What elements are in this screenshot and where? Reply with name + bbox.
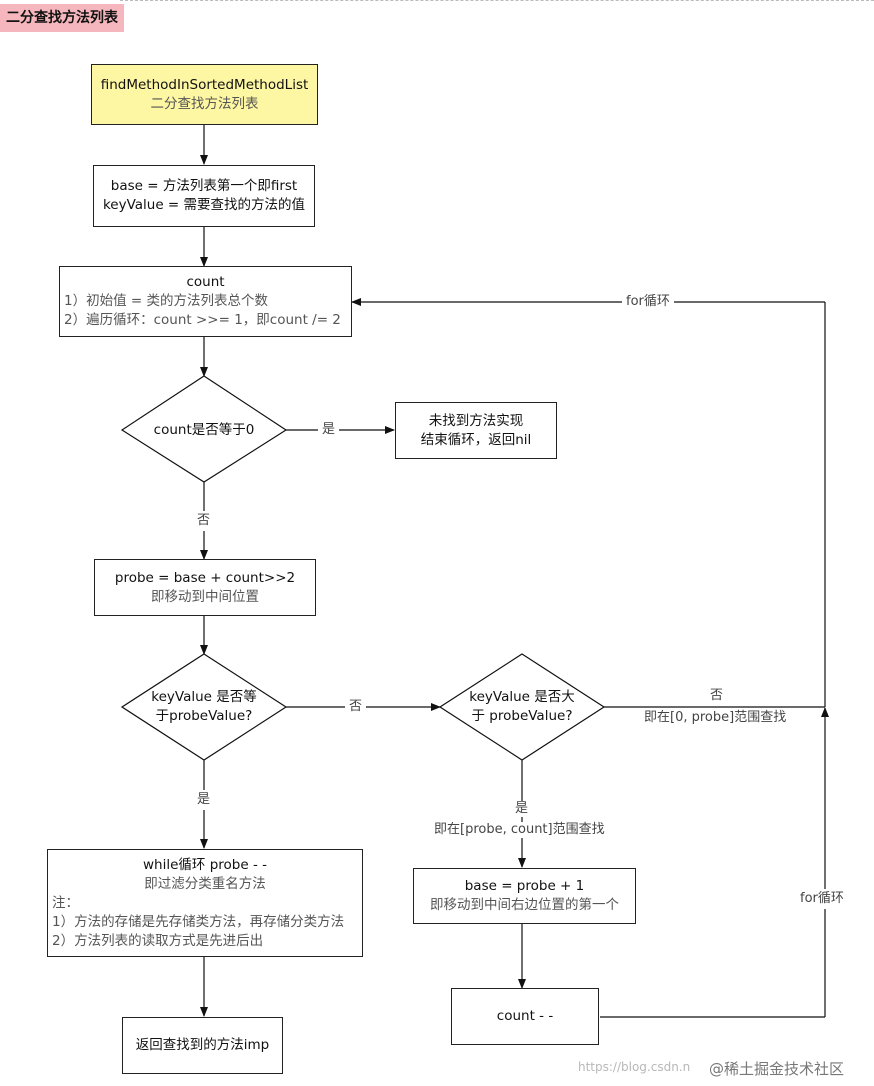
- label-yes-1: 是: [318, 422, 340, 438]
- watermark-brand: @稀土掘金技术社区: [709, 1060, 845, 1078]
- diamond-count-zero-text: count是否等于0: [153, 422, 255, 438]
- start-box: findMethodInSortedMethodList 二分查找方法列表: [91, 64, 318, 125]
- label-no-1: 否: [194, 511, 214, 531]
- probe-line2: 即移动到中间位置: [151, 588, 259, 605]
- label-no-3: 否: [710, 688, 724, 704]
- base-inc-line1: base = probe + 1: [464, 878, 585, 894]
- section-tag: 二分查找方法列表: [0, 4, 124, 32]
- start-title: findMethodInSortedMethodList: [100, 76, 309, 93]
- count-box: count 1）初始值 = 类的方法列表总个数 2）遍历循环：count >>=…: [59, 266, 352, 337]
- while-box: while循环 probe - - 即过滤分类重名方法 注： 1）方法的存储是先…: [47, 849, 363, 957]
- while-line2: 2）方法列表的读取方式是先进后出: [52, 932, 264, 949]
- probe-line1: probe = base + count>>2: [114, 569, 296, 586]
- return-line1: 返回查找到的方法imp: [135, 1037, 270, 1053]
- base-inc-line2: 即移动到中间右边位置的第一个: [430, 897, 619, 913]
- diamond-equal-line2: 于probeValue?: [155, 708, 253, 724]
- init-box: base = 方法列表第一个即first keyValue = 需要查找的方法的…: [93, 165, 315, 227]
- while-subtitle: 即过滤分类重名方法: [144, 875, 266, 892]
- count-line1: 1）初始值 = 类的方法列表总个数: [64, 293, 268, 309]
- top-dashed-border: [120, 0, 874, 1]
- diamond-greater-line1: keyValue 是否大: [469, 689, 575, 705]
- diamond-equal: [120, 653, 288, 761]
- watermark-url: https://blog.csdn.n: [578, 1060, 691, 1074]
- diamond-count-zero: [120, 375, 288, 483]
- probe-box: probe = base + count>>2 即移动到中间位置: [94, 559, 316, 616]
- label-no-3-desc: 即在[0, probe]范围查找: [644, 710, 787, 726]
- return-box: 返回查找到的方法imp: [122, 1017, 283, 1074]
- notfound-line1: 未找到方法实现: [428, 412, 524, 429]
- label-yes-3-desc: 即在[probe, count]范围查找: [434, 822, 605, 838]
- base-inc-box: base = probe + 1 即移动到中间右边位置的第一个: [413, 868, 636, 924]
- count-dec-line1: count - -: [496, 1008, 554, 1024]
- diamond-greater: [438, 653, 606, 761]
- label-for-loop-right: for循环: [798, 889, 846, 909]
- count-dec-box: count - -: [451, 988, 599, 1045]
- while-line1: 1）方法的存储是先存储类方法，再存储分类方法: [52, 913, 345, 930]
- init-line2: keyValue = 需要查找的方法的值: [102, 197, 306, 213]
- label-no-2: 否: [345, 699, 367, 715]
- init-line1: base = 方法列表第一个即first: [110, 178, 298, 194]
- notfound-box: 未找到方法实现 结束循环，返回nil: [395, 402, 557, 459]
- while-note: 注：: [52, 894, 79, 911]
- start-subtitle: 二分查找方法列表: [150, 95, 259, 112]
- diamond-equal-line1: keyValue 是否等: [151, 689, 257, 705]
- label-yes-3: 是: [515, 801, 529, 817]
- count-title: count: [186, 274, 225, 290]
- label-yes-2: 是: [194, 790, 214, 810]
- while-title: while循环 probe - -: [143, 856, 267, 873]
- notfound-line2: 结束循环，返回nil: [420, 431, 532, 448]
- count-line2: 2）遍历循环：count >>= 1，即count /= 2: [64, 312, 341, 328]
- diamond-greater-line2: 于 probeValue?: [471, 708, 573, 724]
- label-for-loop-top: for循环: [622, 294, 674, 310]
